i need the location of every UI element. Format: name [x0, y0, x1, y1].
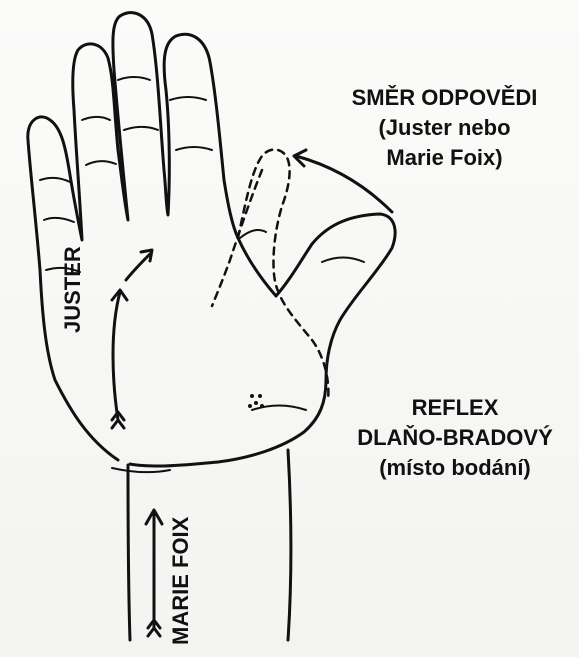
reflex-label: REFLEX DLAŇO-BRADOVÝ (místo bodání) [330, 393, 579, 483]
stimulation-point-icon [248, 394, 264, 408]
reflex-line1: REFLEX [330, 393, 579, 423]
wrist-crease [112, 468, 170, 472]
dashed-thumb-icon [238, 150, 328, 400]
response-direction-line2: (Juster nebo [327, 113, 562, 143]
juster-label: JUSTER [58, 246, 88, 333]
wrist-left-line [128, 465, 130, 640]
response-direction-title: SMĚR ODPOVĚDI [352, 85, 538, 110]
reflex-line2: DLAŇO-BRADOVÝ [330, 423, 579, 453]
juster-arrow-icon [113, 292, 120, 420]
response-direction-line3: Marie Foix) [327, 143, 562, 173]
reflex-line3: (místo bodání) [330, 453, 579, 483]
marie-foix-label: MARIE FOIX [166, 517, 196, 645]
wrist-right-line [288, 450, 291, 640]
response-direction-label: SMĚR ODPOVĚDI (Juster nebo Marie Foix) [327, 83, 562, 173]
